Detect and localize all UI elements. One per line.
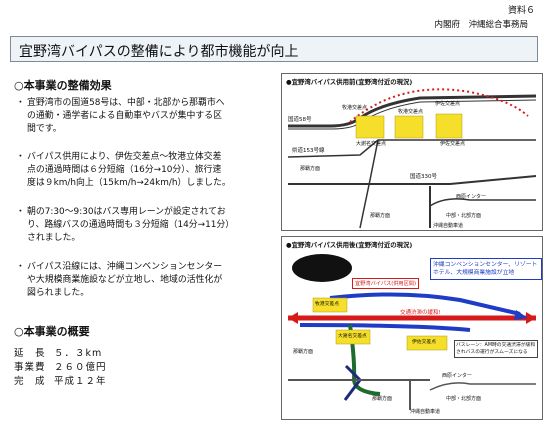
page-label: 資料６: [508, 6, 536, 16]
organization-name: 内閣府 沖縄総合事務局: [434, 20, 528, 30]
bullet-mark: ・: [16, 98, 25, 108]
bullet-mark: ・: [16, 207, 25, 217]
label-after-naha-left: 那覇方面: [293, 349, 314, 355]
overview-heading: ○本事業の概要: [14, 325, 90, 338]
page-title: 宜野湾バイパスの整備により都市機能が向上: [19, 44, 299, 60]
effect-item-4: ・ バイパス沿線には、沖縄コンベンションセンター や大規模商業施設などが立地し、…: [16, 261, 274, 300]
label-oyama: 大謝名交差点: [356, 141, 387, 147]
effect-item-1-line-3: 間です。: [27, 124, 62, 134]
label-makiminato-2: 牧港交差点: [398, 109, 424, 115]
effects-heading: ○本事業の整備効果: [14, 79, 112, 92]
callout-facilities: 沖縄コンベンションセンター、リゾートホテル、大規模商業施設が立地: [430, 258, 542, 280]
effect-item-4-line-1: バイパス沿線には、沖縄コンベンションセンター: [27, 262, 223, 272]
effect-item-4-line-3: 図られました。: [27, 288, 90, 298]
label-after-makiminato: 牧港交差点: [315, 302, 339, 307]
label-after-oyama: 大謝名交差点: [338, 334, 367, 339]
label-chubu: 中部・北部方面: [446, 213, 482, 219]
overview-value: ２６０億円: [54, 362, 107, 373]
effect-item-1: ・ 宜野湾市の国道58号は、中部・北部から那覇市へ の通勤・通学者による自動車や…: [16, 97, 274, 136]
label-isa: 伊佐交差点: [440, 141, 466, 147]
label-bypass: 宜野湾バイパス(供用区間): [352, 278, 420, 289]
label-after-chubu: 中部・北部方面: [446, 396, 482, 402]
label-makiminato-top: 牧港交差点: [342, 105, 368, 111]
overview-key: 事業費: [14, 362, 46, 373]
overview-row-cost: 事業費 ２６０億円: [14, 359, 107, 373]
effect-item-1-line-1: 宜野湾市の国道58号は、中部・北部から那覇市へ: [27, 98, 225, 108]
label-route-58: 国道58号: [288, 117, 312, 123]
label-after-naha-bottom: 那覇方面: [372, 396, 393, 402]
effect-item-2-line-3: 度は９km/h向上（15km/h→24km/h）しました。: [27, 178, 231, 188]
label-after-okinawa-exp: 沖縄自動車道: [410, 409, 441, 415]
before-diagram-heading: ●宜野湾バイパス供用前(宜野湾付近の現況): [286, 78, 413, 86]
label-route-153: 県道153号線: [292, 148, 325, 154]
label-nishihara: 西原インター: [456, 194, 487, 200]
label-okinawa-exp: 沖縄自動車道: [433, 223, 464, 229]
label-naha-bottom: 那覇方面: [370, 213, 391, 219]
overview-key: 延 長: [14, 348, 46, 359]
effect-item-3-line-1: 朝の7:30～9:30はバス専用レーンが設定されてお: [27, 207, 226, 217]
label-after-isa: 伊佐交差点: [412, 340, 436, 345]
after-diagram-heading: ●宜野湾バイパス供用後(宜野湾付近の現況): [286, 241, 413, 249]
label-isa-top: 伊佐交差点: [435, 101, 461, 107]
label-smooth: 交通渋滞の緩和!: [400, 310, 441, 316]
overview-value: ５．３km: [54, 348, 103, 359]
effect-item-1-line-2: の通勤・通学者による自動車やバスが集中する区: [27, 111, 222, 121]
effect-item-2: ・ バイパス供用により、伊佐交差点～牧港立体交差 点の通過時間は６分短縮（16分…: [16, 151, 274, 190]
effect-item-2-line-2: 点の通過時間は６分短縮（16分→10分）、旅行速: [27, 165, 222, 175]
effect-item-4-line-2: や大規模商業施設などが立地し、地域の活性化が: [27, 275, 223, 285]
effect-item-2-line-1: バイパス供用により、伊佐交差点～牧港立体交差: [27, 152, 222, 162]
bullet-mark: ・: [16, 262, 25, 272]
label-after-nishihara: 西原インター: [442, 373, 473, 379]
congestion-cloud-icon: [292, 254, 352, 282]
overview-row-length: 延 長 ５．３km: [14, 345, 102, 359]
effect-item-3-line-3: されました。: [27, 233, 81, 243]
label-naha-left: 那覇方面: [300, 166, 321, 172]
effect-item-3: ・ 朝の7:30～9:30はバス専用レーンが設定されてお り、路線バスの通過時間…: [16, 206, 274, 245]
label-bus-note: バスレーン：AM時の交通渋滞が緩和されバスの運行がスムーズになる: [454, 340, 538, 358]
effect-item-3-line-2: り、路線バスの通過時間も３分短縮（14分→11分）: [27, 220, 235, 230]
overview-key: 完 成: [14, 376, 46, 387]
overview-row-completion: 完 成平成１２年: [14, 373, 107, 387]
title-bar: 宜野湾バイパスの整備により都市機能が向上: [10, 36, 538, 62]
overview-value: 平成１２年: [54, 376, 107, 387]
bullet-mark: ・: [16, 152, 25, 162]
label-route-330: 国道330号: [410, 174, 437, 180]
